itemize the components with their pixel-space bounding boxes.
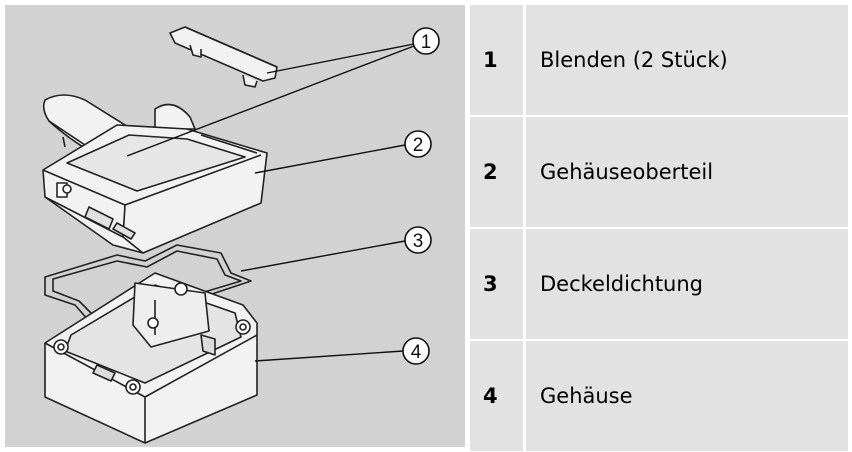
legend-label: Gehäuseoberteil: [526, 117, 848, 227]
cover-strip-top: [169, 26, 278, 88]
legend-row: 4 Gehäuse: [470, 341, 848, 451]
legend-row: 1 Blenden (2 Stück): [470, 5, 848, 115]
leader-line-1a: [266, 43, 415, 74]
callout-circle-2: [404, 130, 432, 158]
callout-number-3: 3: [413, 231, 424, 252]
callout-circle-1: [412, 27, 440, 55]
exploded-view-figure: 1 2 3 4: [5, 5, 465, 447]
legend-label: Blenden (2 Stück): [526, 5, 848, 115]
callout-circle-3: [404, 226, 432, 254]
leader-line-1b: [126, 45, 415, 157]
leader-line-2: [254, 144, 406, 174]
callout-number-4: 4: [411, 342, 422, 363]
leader-line-4: [254, 350, 404, 362]
legend-number: 1: [470, 5, 523, 115]
legend-number: 3: [470, 229, 523, 339]
legend-row: 2 Gehäuseoberteil: [470, 117, 848, 227]
housing-top: [42, 103, 268, 254]
legend-number: 4: [470, 341, 523, 451]
callout-circle-4: [402, 337, 430, 365]
legend-label: Deckeldichtung: [526, 229, 848, 339]
parts-legend: 1 Blenden (2 Stück) 2 Gehäuseoberteil 3 …: [470, 5, 848, 451]
callout-number-2: 2: [413, 135, 424, 156]
callout-number-1: 1: [421, 32, 432, 53]
leader-line-3: [240, 240, 406, 272]
housing-base: [44, 272, 258, 444]
legend-label: Gehäuse: [526, 341, 848, 451]
legend-number: 2: [470, 117, 523, 227]
legend-row: 3 Deckeldichtung: [470, 229, 848, 339]
